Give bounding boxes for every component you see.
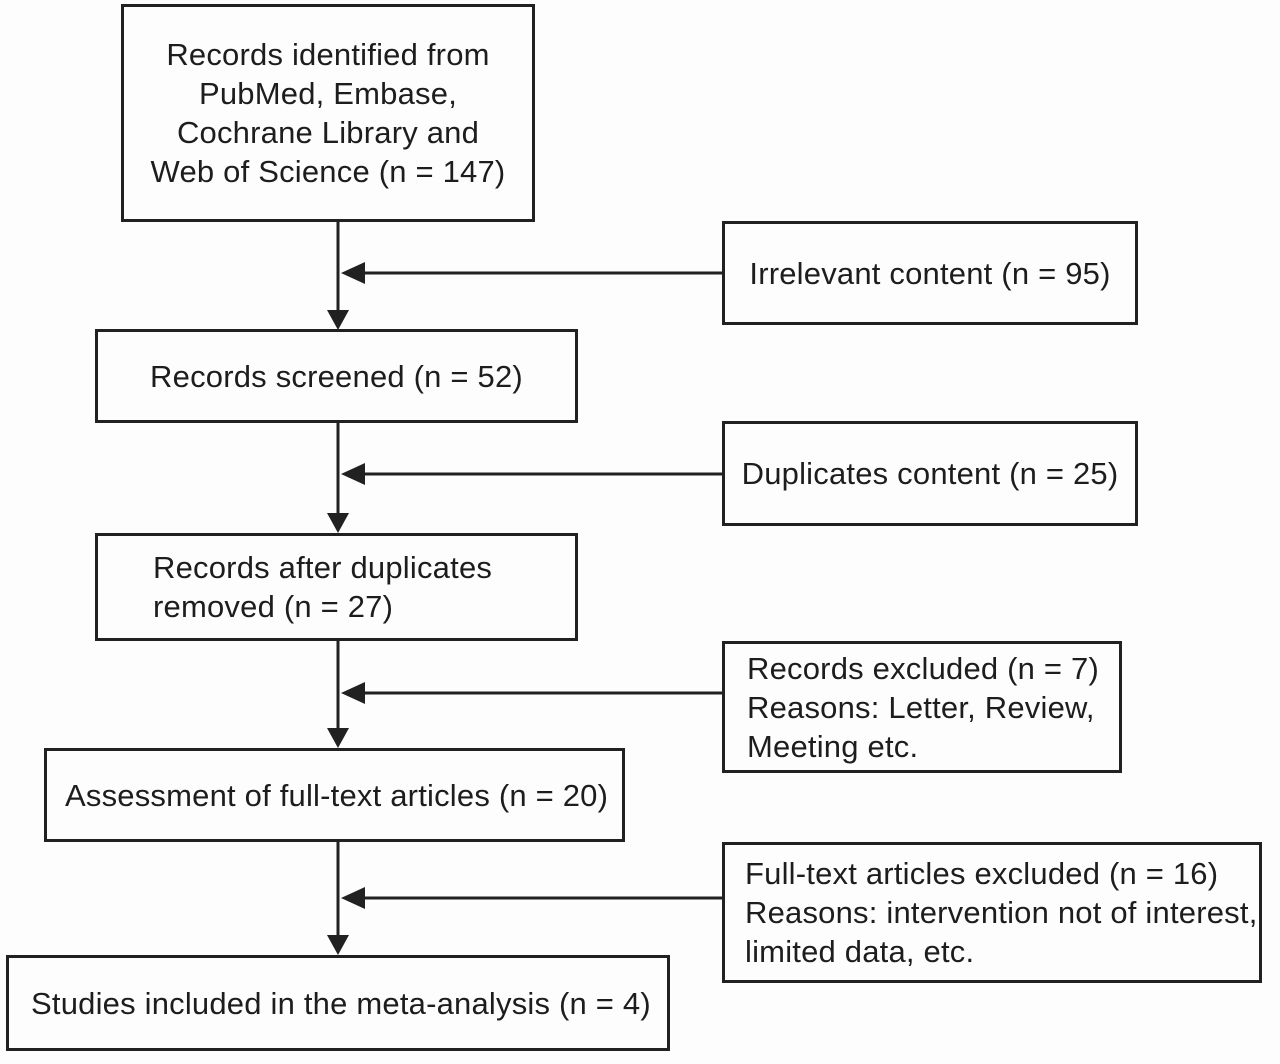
- box-text-line: Cochrane Library and: [176, 115, 480, 150]
- box-fulltext-assessment: Assessment of full-text articles (n = 20…: [44, 748, 625, 842]
- box-text-line: Reasons: Letter, Review,: [747, 689, 1095, 725]
- box-fulltext-excluded: Full-text articles excluded (n = 16) Rea…: [722, 842, 1262, 983]
- box-text-line: limited data, etc.: [745, 934, 975, 969]
- box-text-line: Assessment of full-text articles (n = 20…: [65, 777, 609, 813]
- arrowhead-left-icon: [341, 682, 365, 704]
- box-records-screened: Records screened (n = 52): [95, 329, 578, 423]
- box-irrelevant-content-excluded: Irrelevant content (n = 95): [722, 221, 1138, 325]
- box-text-line: Duplicates content (n = 25): [741, 456, 1119, 491]
- box-text-line: Records after duplicates: [153, 550, 493, 585]
- box-studies-included: Studies included in the meta-analysis (n…: [6, 955, 670, 1051]
- arrowhead-left-icon: [341, 463, 365, 485]
- arrowhead-left-icon: [341, 262, 365, 284]
- box-records-identified: Records identified from PubMed, Embase, …: [121, 4, 535, 222]
- box-text-line: PubMed, Embase,: [198, 76, 458, 111]
- box-text-line: Studies included in the meta-analysis (n…: [31, 985, 651, 1021]
- box-text-line: Web of Science (n = 147): [150, 154, 506, 189]
- box-text-line: Meeting etc.: [747, 728, 919, 764]
- arrowhead-down-icon: [327, 513, 349, 533]
- box-text-line: Irrelevant content (n = 95): [749, 255, 1111, 291]
- box-text-line: Reasons: intervention not of interest,: [745, 895, 1258, 930]
- box-records-excluded: Records excluded (n = 7) Reasons: Letter…: [722, 641, 1122, 773]
- box-text-line: Records excluded (n = 7): [747, 650, 1100, 686]
- box-text-line: Records screened (n = 52): [150, 358, 523, 394]
- arrowhead-down-icon: [327, 728, 349, 748]
- box-text-line: removed (n = 27): [153, 589, 394, 624]
- box-text-line: Records identified from: [166, 37, 490, 72]
- arrowhead-down-icon: [327, 935, 349, 955]
- box-records-after-duplicates: Records after duplicates removed (n = 27…: [95, 533, 578, 641]
- box-duplicates-content-excluded: Duplicates content (n = 25): [722, 421, 1138, 526]
- box-text-line: Full-text articles excluded (n = 16): [745, 856, 1219, 891]
- arrowhead-down-icon: [327, 310, 349, 330]
- arrowhead-left-icon: [341, 887, 365, 909]
